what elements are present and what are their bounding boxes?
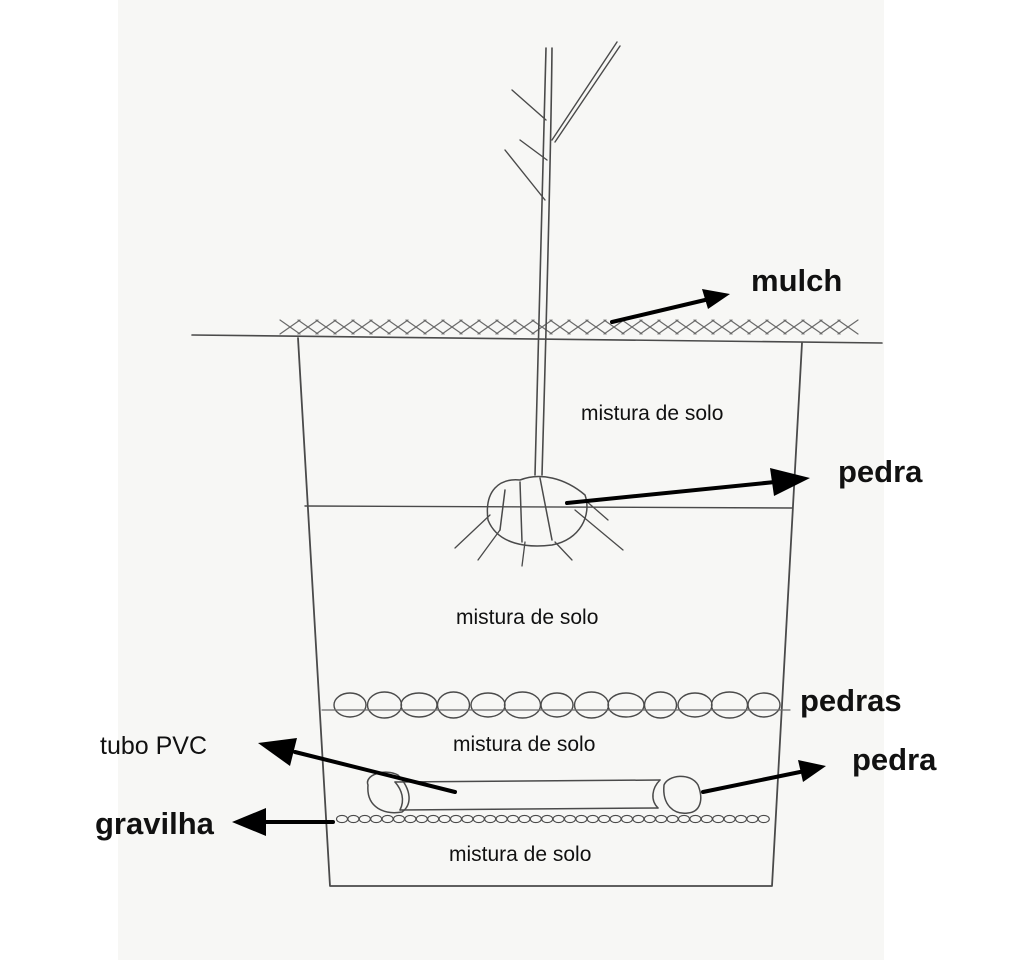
gravel-pebble <box>734 814 748 824</box>
stone <box>643 691 678 719</box>
gravel-pebble <box>472 814 485 824</box>
label-pedra-top: pedra <box>838 454 923 489</box>
tree-trunk <box>534 47 553 476</box>
gravel-pebble <box>700 814 713 824</box>
upper-layer-line <box>304 505 793 509</box>
stone <box>470 692 506 718</box>
stone <box>503 691 542 719</box>
stone <box>540 692 574 718</box>
gravel-pebble <box>666 814 679 824</box>
gravel-pebble <box>563 814 577 824</box>
arrow-mulch <box>610 289 730 324</box>
gravel-pebble <box>358 814 371 824</box>
label-mulch: mulch <box>751 263 843 298</box>
pvc-pipe <box>394 779 661 811</box>
stone <box>607 692 645 718</box>
gravel-pebble <box>712 814 725 824</box>
gravel-pebble <box>529 814 542 824</box>
stone <box>677 692 713 718</box>
mulch-layer <box>279 319 859 335</box>
gravel-pebble <box>461 814 474 824</box>
label-tubo-pvc: tubo PVC <box>100 732 208 760</box>
gravel-pebble <box>598 814 611 824</box>
gravel-pebble <box>586 814 599 824</box>
stone <box>366 691 403 719</box>
arrow-pedra-bottom <box>701 760 826 794</box>
label-soil-upper: mistura de solo <box>581 402 724 425</box>
gravel-row <box>335 814 770 824</box>
label-pedra-bottom: pedra <box>852 742 937 777</box>
gravel-pebble <box>449 814 463 824</box>
arrow-pedra-top <box>565 468 810 505</box>
gravel-pebble <box>620 814 634 824</box>
stones-row <box>333 691 781 719</box>
gravel-pebble <box>347 814 360 824</box>
gravel-pebble <box>609 814 622 824</box>
planting-hole-outline <box>297 337 803 887</box>
arrow-tubo-pvc <box>258 738 457 794</box>
gravel-pebble <box>723 814 736 824</box>
ground-line <box>191 334 883 344</box>
gravel-pebble <box>655 814 668 824</box>
gravel-pebble <box>381 814 394 824</box>
gravel-pebble <box>438 814 451 824</box>
stone <box>573 691 610 719</box>
gravel-pebble <box>370 814 383 824</box>
gravel-pebble <box>392 814 406 824</box>
gravel-pebble <box>575 814 588 824</box>
gravel-pebble <box>495 814 508 824</box>
stone <box>710 691 749 719</box>
pipe-stones <box>366 771 702 814</box>
gravel-pebble <box>552 814 565 824</box>
gravel-pebble <box>689 814 702 824</box>
label-soil-bottom: mistura de solo <box>449 843 592 866</box>
paper-sheet <box>118 0 884 960</box>
gravel-pebble <box>677 814 691 824</box>
gravel-pebble <box>746 814 759 824</box>
stone <box>333 692 367 718</box>
gravel-pebble <box>632 814 645 824</box>
gravel-pebble <box>506 814 520 824</box>
gravel-pebble <box>757 814 770 824</box>
roots <box>454 499 624 567</box>
gravel-pebble <box>541 814 554 824</box>
label-pedras: pedras <box>800 683 902 718</box>
gravel-pebble <box>404 814 417 824</box>
gravel-pebble <box>415 814 428 824</box>
label-soil-middle: mistura de solo <box>456 606 599 629</box>
tree-branches <box>504 41 621 201</box>
gravel-pebble <box>484 814 497 824</box>
gravel-pebble <box>427 814 440 824</box>
gravel-pebble <box>518 814 531 824</box>
arrow-gravilha <box>232 808 335 836</box>
label-soil-lower: mistura de solo <box>453 733 596 756</box>
stone <box>400 692 438 718</box>
root-ball <box>486 475 588 547</box>
gravel-pebble <box>335 814 349 824</box>
gravel-pebble <box>643 814 656 824</box>
stone <box>747 692 781 718</box>
label-gravilha: gravilha <box>95 806 214 841</box>
stone <box>436 691 471 719</box>
